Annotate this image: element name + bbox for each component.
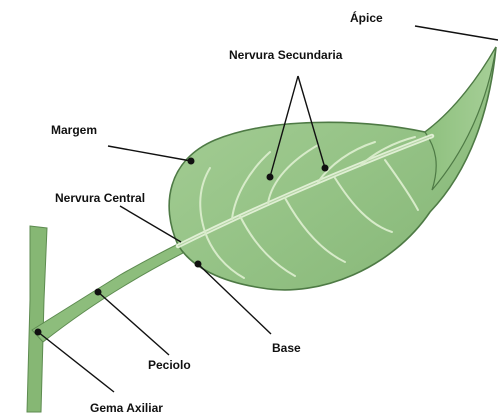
label-margem: Margem	[51, 123, 97, 137]
label-apice: Ápice	[350, 11, 383, 25]
label-gema-axiliar: Gema Axiliar	[90, 401, 163, 415]
label-peciolo: Peciolo	[148, 358, 191, 372]
label-base: Base	[272, 341, 301, 355]
label-nervura-secundaria: Nervura Secundaria	[229, 48, 342, 62]
label-nervura-central: Nervura Central	[55, 191, 145, 205]
petiole	[32, 244, 183, 342]
main-stem	[27, 226, 47, 412]
